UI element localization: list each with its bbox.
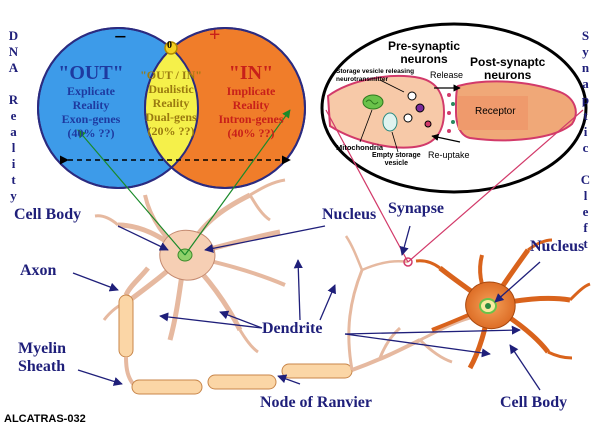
venn-in-title: "IN"	[228, 62, 274, 84]
venn-zero: 0	[167, 40, 172, 51]
venn-out-l3: Exon-genes	[61, 112, 121, 126]
pre-synaptic-l2: neurons	[400, 52, 448, 66]
synapse-oval	[320, 22, 588, 194]
vesicle	[424, 120, 432, 128]
axon	[118, 235, 471, 395]
post-synaptic-l1: Post-synaptc	[470, 55, 546, 69]
venn-in-l1: Implicate	[226, 84, 276, 98]
venn-out-l1: Explicate	[67, 84, 115, 98]
venn-out-l2: Reality	[72, 98, 110, 112]
nucleus-right-label: Nucleus	[530, 238, 585, 255]
label-arrows	[72, 225, 541, 391]
venn-in-l3: Intron-genes	[218, 112, 284, 126]
node-of-ranvier-label: Node of Ranvier	[260, 394, 372, 411]
venn-out-title: "OUT"	[58, 62, 124, 84]
receptor-box	[458, 96, 528, 130]
myelin-segment	[131, 379, 203, 395]
axon-label: Axon	[20, 262, 57, 279]
venn-outin-l4: (20% ??)	[147, 124, 195, 138]
storage-vesicle-l2: neurotransmitter	[336, 76, 389, 83]
venn-diagram	[37, 27, 306, 189]
synapse-marker	[403, 257, 413, 267]
empty-vesicle-label: Empty storage vesicle	[372, 152, 421, 168]
venn-outin-l3: Dual-gens	[145, 110, 197, 124]
venn-plus: +	[209, 24, 221, 46]
venn-out-l4: (40% ??)	[67, 126, 115, 140]
post-synaptic-label: Post-synaptc neurons	[470, 56, 545, 82]
release-label: Release	[430, 70, 464, 80]
side-label-left: DNA Reality	[6, 28, 24, 204]
myelin-segment	[281, 363, 353, 379]
myelin-sheath-label: Myelin Sheath	[18, 340, 66, 376]
pre-synaptic-l1: Pre-synaptic	[388, 39, 461, 53]
storage-vesicle-l1: Storage vesicle releasing	[336, 68, 415, 75]
zero-badge	[164, 41, 178, 55]
vesicle	[403, 113, 413, 123]
venn-outin-text: "OUT / IN" Dualistic Reality Dual-gens (…	[128, 68, 214, 138]
side-label-right: Synaptic Cleft	[578, 28, 596, 252]
venn-outin-l2: Reality	[152, 96, 190, 110]
vesicle	[415, 103, 425, 113]
receptor-label: Receptor	[475, 106, 516, 117]
mitochondria	[362, 94, 384, 110]
right-neuron	[415, 238, 591, 370]
empty-vesicle-l1: Empty storage	[372, 152, 421, 159]
venn-out-text: "OUT" Explicate Reality Exon-genes (40% …	[52, 62, 130, 140]
pre-synaptic-label: Pre-synaptic neurons	[388, 40, 460, 66]
cell-body-left-label: Cell Body	[14, 206, 82, 223]
nucleus-left-label: Nucleus	[322, 206, 377, 223]
myelin-l2: Sheath	[18, 358, 66, 375]
side-label-right-text: Synaptic Cleft	[578, 28, 593, 252]
left-neuron	[94, 178, 286, 354]
post-synaptic-l2: neurons	[484, 68, 532, 82]
venn-in-text: "IN" Implicate Reality Intron-genes (40%…	[210, 62, 292, 140]
myelin-segment	[118, 294, 134, 358]
empty-vesicle-l2: vesicle	[384, 160, 408, 167]
venn-minus: −	[114, 24, 127, 49]
side-label-left-text: DNA Reality	[6, 28, 21, 204]
venn-outin-title: "OUT / IN"	[140, 68, 202, 82]
venn-in-l2: Reality	[232, 98, 270, 112]
myelin-segment	[207, 374, 277, 390]
synapse-label: Synapse	[388, 200, 445, 217]
synapse-detail	[320, 22, 588, 194]
venn-outin-lens	[145, 28, 198, 188]
reuptake-label: Re-uptake	[428, 150, 470, 160]
cell-body-right-label: Cell Body	[500, 394, 568, 411]
vesicle	[407, 91, 417, 101]
venn-in-l4: (40% ??)	[227, 126, 275, 140]
empty-vesicle	[382, 112, 398, 132]
neurotransmitter-dots	[447, 93, 455, 133]
mitochondria-label: Mitochondria	[336, 143, 384, 152]
myelin-l1: Myelin	[18, 340, 66, 357]
dendrite-label: Dendrite	[262, 320, 323, 337]
storage-vesicle-label: Storage vesicle releasing neurotransmitt…	[336, 68, 414, 84]
venn-outin-l1: Dualistic	[148, 82, 194, 96]
footer-tag: ALCATRAS-032	[4, 413, 86, 425]
